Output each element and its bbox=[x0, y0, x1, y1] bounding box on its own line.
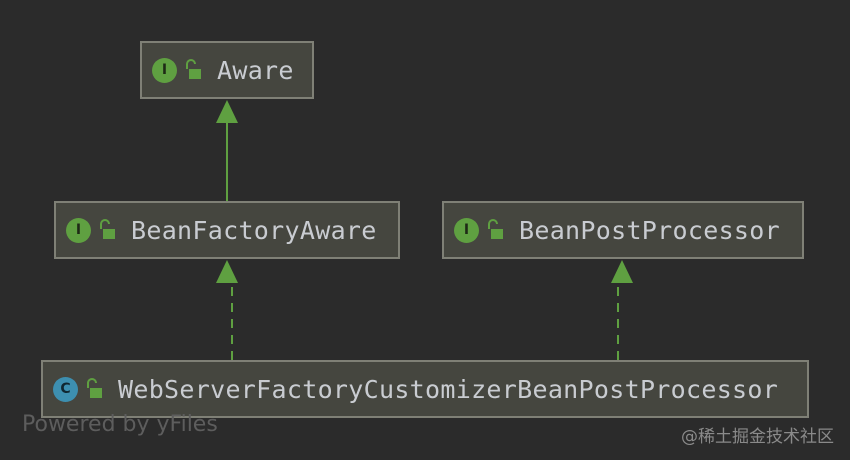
arrowhead-aware bbox=[216, 100, 238, 123]
unlock-icon bbox=[186, 59, 201, 79]
node-web-server-factory-customizer-bean-post-processor[interactable]: C WebServerFactoryCustomizerBeanPostProc… bbox=[41, 360, 809, 418]
node-bean-factory-aware[interactable]: I BeanFactoryAware bbox=[54, 201, 400, 259]
interface-badge-icon: I bbox=[152, 57, 177, 83]
interface-badge-icon: I bbox=[454, 217, 479, 243]
arrowhead-beanpostprocessor bbox=[611, 260, 633, 283]
unlock-icon bbox=[488, 219, 503, 239]
source-watermark: @稀土掘金技术社区 bbox=[681, 427, 834, 447]
node-label: BeanFactoryAware bbox=[131, 215, 377, 245]
unlock-icon bbox=[87, 378, 102, 398]
class-badge-icon: C bbox=[53, 376, 78, 402]
node-aware[interactable]: I Aware bbox=[140, 41, 314, 99]
node-label: Aware bbox=[217, 55, 294, 85]
node-bean-post-processor[interactable]: I BeanPostProcessor bbox=[442, 201, 804, 259]
interface-badge-icon: I bbox=[66, 217, 91, 243]
unlock-icon bbox=[100, 219, 115, 239]
node-label: WebServerFactoryCustomizerBeanPostProces… bbox=[118, 374, 779, 404]
arrowhead-beanfactoryaware bbox=[216, 260, 238, 283]
powered-by-watermark: Powered by yFiles bbox=[22, 412, 218, 437]
node-label: BeanPostProcessor bbox=[519, 215, 780, 245]
